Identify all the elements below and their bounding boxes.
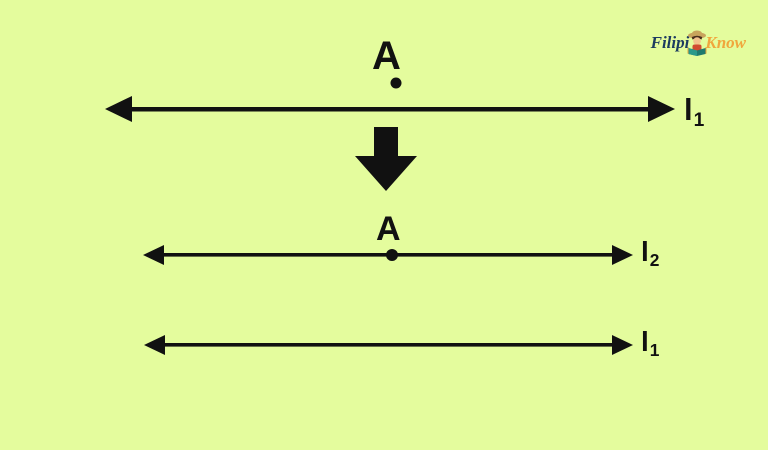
line-label-l2-sub: 2 <box>649 250 660 271</box>
line-l2-arrowhead-right-icon <box>612 245 633 265</box>
line-l1-bottom-arrowhead-left-icon <box>144 335 165 355</box>
line-l2-arrowhead-left-icon <box>143 245 164 265</box>
line-label-l1-bottom-base: l <box>641 326 649 357</box>
logo-text-know: Know <box>705 33 746 52</box>
line-label-l1-bottom-sub: 1 <box>649 340 660 361</box>
point-a-middle-dot <box>386 249 398 261</box>
line-l1-top-arrowhead-left-icon <box>105 96 132 122</box>
point-label-a-top: A <box>372 34 401 78</box>
bottom-line-group <box>144 335 633 355</box>
line-label-l1-top-sub: 1 <box>693 109 705 131</box>
point-label-a-middle: A <box>376 210 401 248</box>
line-label-l1-top: l1 <box>684 94 704 130</box>
logo-text-filipi: Filipi <box>650 33 690 52</box>
line-l1-bottom-arrowhead-right-icon <box>612 335 633 355</box>
line-label-l2-base: l <box>641 236 649 267</box>
line-l1-bottom <box>156 343 621 347</box>
point-a-top-dot <box>390 77 402 89</box>
down-arrow-icon <box>355 127 417 191</box>
line-l1-top-arrowhead-right-icon <box>648 96 675 122</box>
line-label-l1-bottom: l1 <box>641 328 659 360</box>
top-line-group <box>105 77 675 122</box>
line-label-l2: l2 <box>641 238 659 270</box>
line-l1-top <box>116 107 664 112</box>
boy-reading-book-icon <box>687 30 707 56</box>
filipiknow-logo: Filipi Know <box>650 20 746 56</box>
line-label-l1-top-base: l <box>684 92 693 127</box>
middle-line-group <box>143 245 633 265</box>
